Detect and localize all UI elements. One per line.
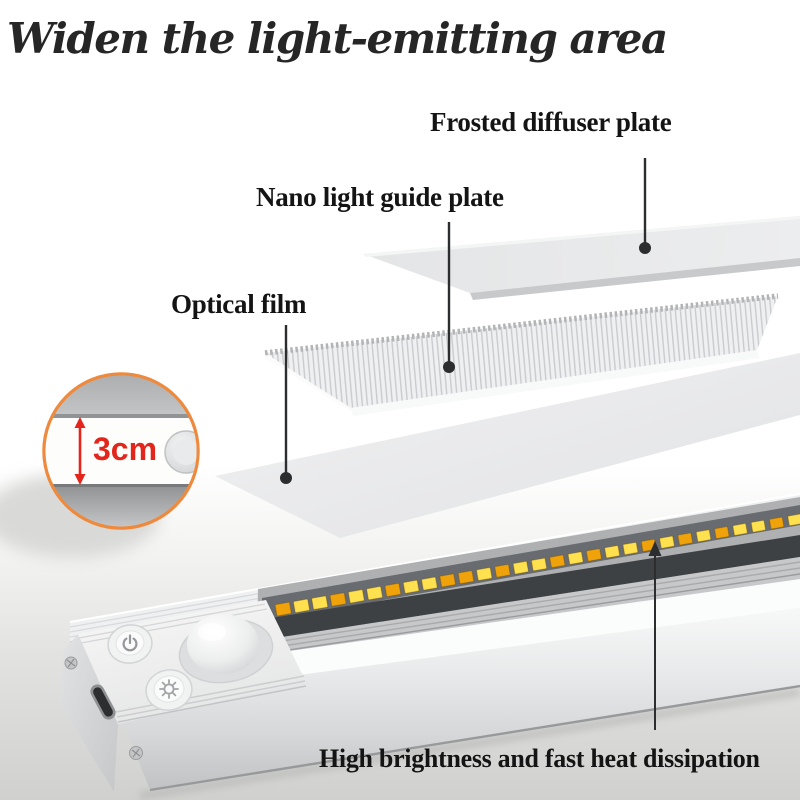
led-chip xyxy=(677,532,694,546)
led-chip xyxy=(622,541,639,556)
led-chip xyxy=(329,592,347,607)
led-chip xyxy=(494,563,511,578)
power-button[interactable] xyxy=(105,621,155,666)
label-nano-light-guide-plate: Nano light guide plate xyxy=(256,182,504,212)
led-chip xyxy=(439,573,456,588)
led-chip xyxy=(585,548,602,562)
label-frosted-diffuser-plate: Frosted diffuser plate xyxy=(430,107,672,137)
led-chip xyxy=(476,567,493,581)
led-chip xyxy=(787,513,800,527)
power-icon xyxy=(122,634,138,652)
screw-icon xyxy=(129,746,143,760)
led-chip xyxy=(714,526,730,540)
led-chip xyxy=(421,576,438,591)
page-title: Widen the light-emitting area xyxy=(7,14,668,63)
pir-sensor-dome xyxy=(178,614,274,684)
label-optical-film: Optical film xyxy=(171,289,307,319)
optical-film-sheet xyxy=(215,353,800,538)
led-chip xyxy=(750,519,766,533)
leader-dots xyxy=(280,242,651,484)
led-chip xyxy=(347,589,365,604)
led-chip xyxy=(384,582,402,598)
led-chip xyxy=(366,586,383,601)
led-chip xyxy=(512,560,529,575)
brightness-button[interactable] xyxy=(143,666,195,713)
dimension-arrow xyxy=(74,417,86,485)
end-cap xyxy=(60,600,307,792)
end-cap-side-face xyxy=(60,634,118,792)
nano-light-guide-plate xyxy=(264,293,779,416)
led-chip xyxy=(531,557,548,572)
led-chip xyxy=(604,545,621,559)
label-thickness-3cm: 3cm xyxy=(93,431,158,467)
led-chip xyxy=(274,601,292,617)
label-heat-dissipation: High brightness and fast heat dissipatio… xyxy=(319,744,760,773)
led-chip xyxy=(457,570,475,585)
led-chip xyxy=(695,529,712,543)
heat-annotation-arrow xyxy=(648,541,662,730)
led-chip xyxy=(549,554,566,569)
thickness-inset xyxy=(42,372,200,530)
led-chip xyxy=(402,579,420,594)
frosted-diffuser-plate xyxy=(363,216,800,300)
brightness-sun-icon xyxy=(159,679,179,699)
led-chip xyxy=(659,535,675,549)
led-chip xyxy=(732,523,748,536)
led-chip xyxy=(311,595,329,610)
led-chip xyxy=(567,551,584,565)
led-chip xyxy=(769,516,785,530)
usb-c-port xyxy=(90,684,116,720)
led-light-bar xyxy=(60,493,800,800)
screw-icon xyxy=(64,656,78,670)
led-chip xyxy=(292,598,310,614)
leader-lines xyxy=(284,158,647,473)
